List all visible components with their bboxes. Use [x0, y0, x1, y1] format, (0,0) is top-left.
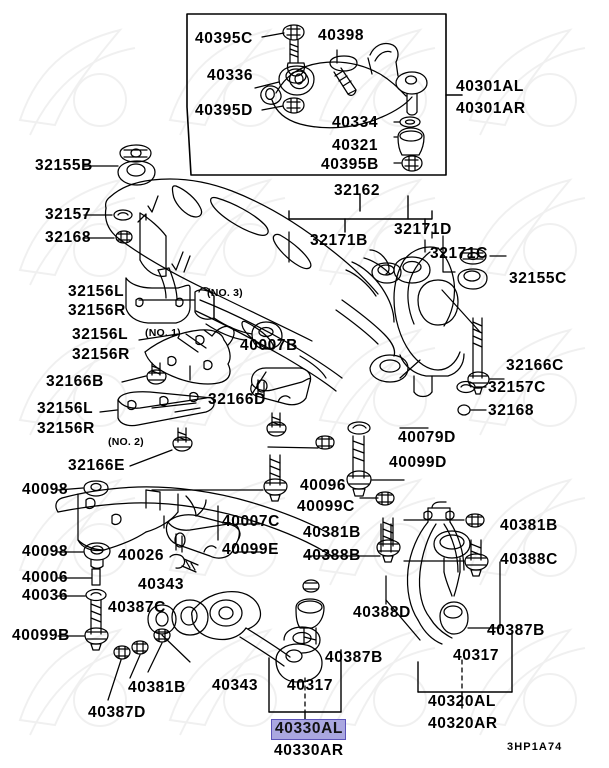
- label-40320AR: 40320AR: [428, 715, 498, 732]
- label-no3: (NO. 3): [207, 287, 243, 299]
- label-32166D: 32166D: [208, 391, 266, 408]
- label-32166E: 32166E: [68, 457, 126, 474]
- label-40381B-left: 40381B: [128, 679, 186, 696]
- label-40398: 40398: [318, 27, 365, 44]
- label-32156L-no2: 32156L: [37, 400, 94, 417]
- label-40098-b: 40098: [22, 543, 69, 560]
- label-32171C: 32171C: [430, 245, 488, 262]
- label-32171B: 32171B: [310, 232, 368, 249]
- label-40096: 40096: [300, 477, 347, 494]
- label-40343-top: 40343: [138, 576, 185, 593]
- label-32157: 32157: [45, 206, 92, 223]
- diagram-code: 3HP1A74: [507, 741, 563, 753]
- label-40301AL: 40301AL: [456, 78, 524, 95]
- label-32168-top: 32168: [45, 229, 92, 246]
- label-32166B: 32166B: [46, 373, 104, 390]
- label-40387D: 40387D: [88, 704, 146, 721]
- label-40395C: 40395C: [195, 30, 253, 47]
- label-32162: 32162: [334, 182, 381, 199]
- label-40098-a: 40098: [22, 481, 69, 498]
- label-40343-bot: 40343: [212, 677, 259, 694]
- label-40395D: 40395D: [195, 102, 253, 119]
- label-40381B-right: 40381B: [500, 517, 558, 534]
- label-32166C: 32166C: [506, 357, 564, 374]
- label-40317-right: 40317: [453, 647, 500, 664]
- label-32156R-no1: 32156R: [72, 346, 130, 363]
- label-40006: 40006: [22, 569, 69, 586]
- label-32156L-no3: 32156L: [68, 283, 125, 300]
- label-40026: 40026: [118, 547, 165, 564]
- label-32156R-no2: 32156R: [37, 420, 95, 437]
- label-40079D: 40079D: [398, 429, 456, 446]
- label-40007C: 40007C: [222, 513, 280, 530]
- label-40395B: 40395B: [321, 156, 379, 173]
- label-40388B: 40388B: [303, 547, 361, 564]
- label-40336: 40336: [207, 67, 254, 84]
- label-40301AR: 40301AR: [456, 100, 526, 117]
- label-40334: 40334: [332, 114, 379, 131]
- label-32155B: 32155B: [35, 157, 93, 174]
- label-40330AR: 40330AR: [274, 742, 344, 759]
- label-40321: 40321: [332, 137, 379, 154]
- label-40036: 40036: [22, 587, 69, 604]
- label-40387C: 40387C: [108, 599, 166, 616]
- label-40330AL-highlighted[interactable]: 40330AL: [271, 719, 346, 740]
- label-40007B: 40007B: [240, 337, 298, 354]
- label-40099E: 40099E: [222, 541, 280, 558]
- label-no1: (NO. 1): [145, 327, 181, 339]
- label-40320AL: 40320AL: [428, 693, 496, 710]
- label-no2: (NO. 2): [108, 436, 144, 448]
- label-40388C: 40388C: [500, 551, 558, 568]
- label-40317-left: 40317: [287, 677, 334, 694]
- label-32155C: 32155C: [509, 270, 567, 287]
- label-40381B-mid: 40381B: [303, 524, 361, 541]
- label-32168-right: 32168: [488, 402, 535, 419]
- label-40387B-left: 40387B: [325, 649, 383, 666]
- label-40387B-right: 40387B: [487, 622, 545, 639]
- label-40099C: 40099C: [297, 498, 355, 515]
- label-32171D: 32171D: [394, 221, 452, 238]
- label-32156L-no1: 32156L: [72, 326, 129, 343]
- label-32157C: 32157C: [488, 379, 546, 396]
- label-32156R-no3: 32156R: [68, 302, 126, 319]
- label-40099D: 40099D: [389, 454, 447, 471]
- label-40099B: 40099B: [12, 627, 70, 644]
- label-40388D: 40388D: [353, 604, 411, 621]
